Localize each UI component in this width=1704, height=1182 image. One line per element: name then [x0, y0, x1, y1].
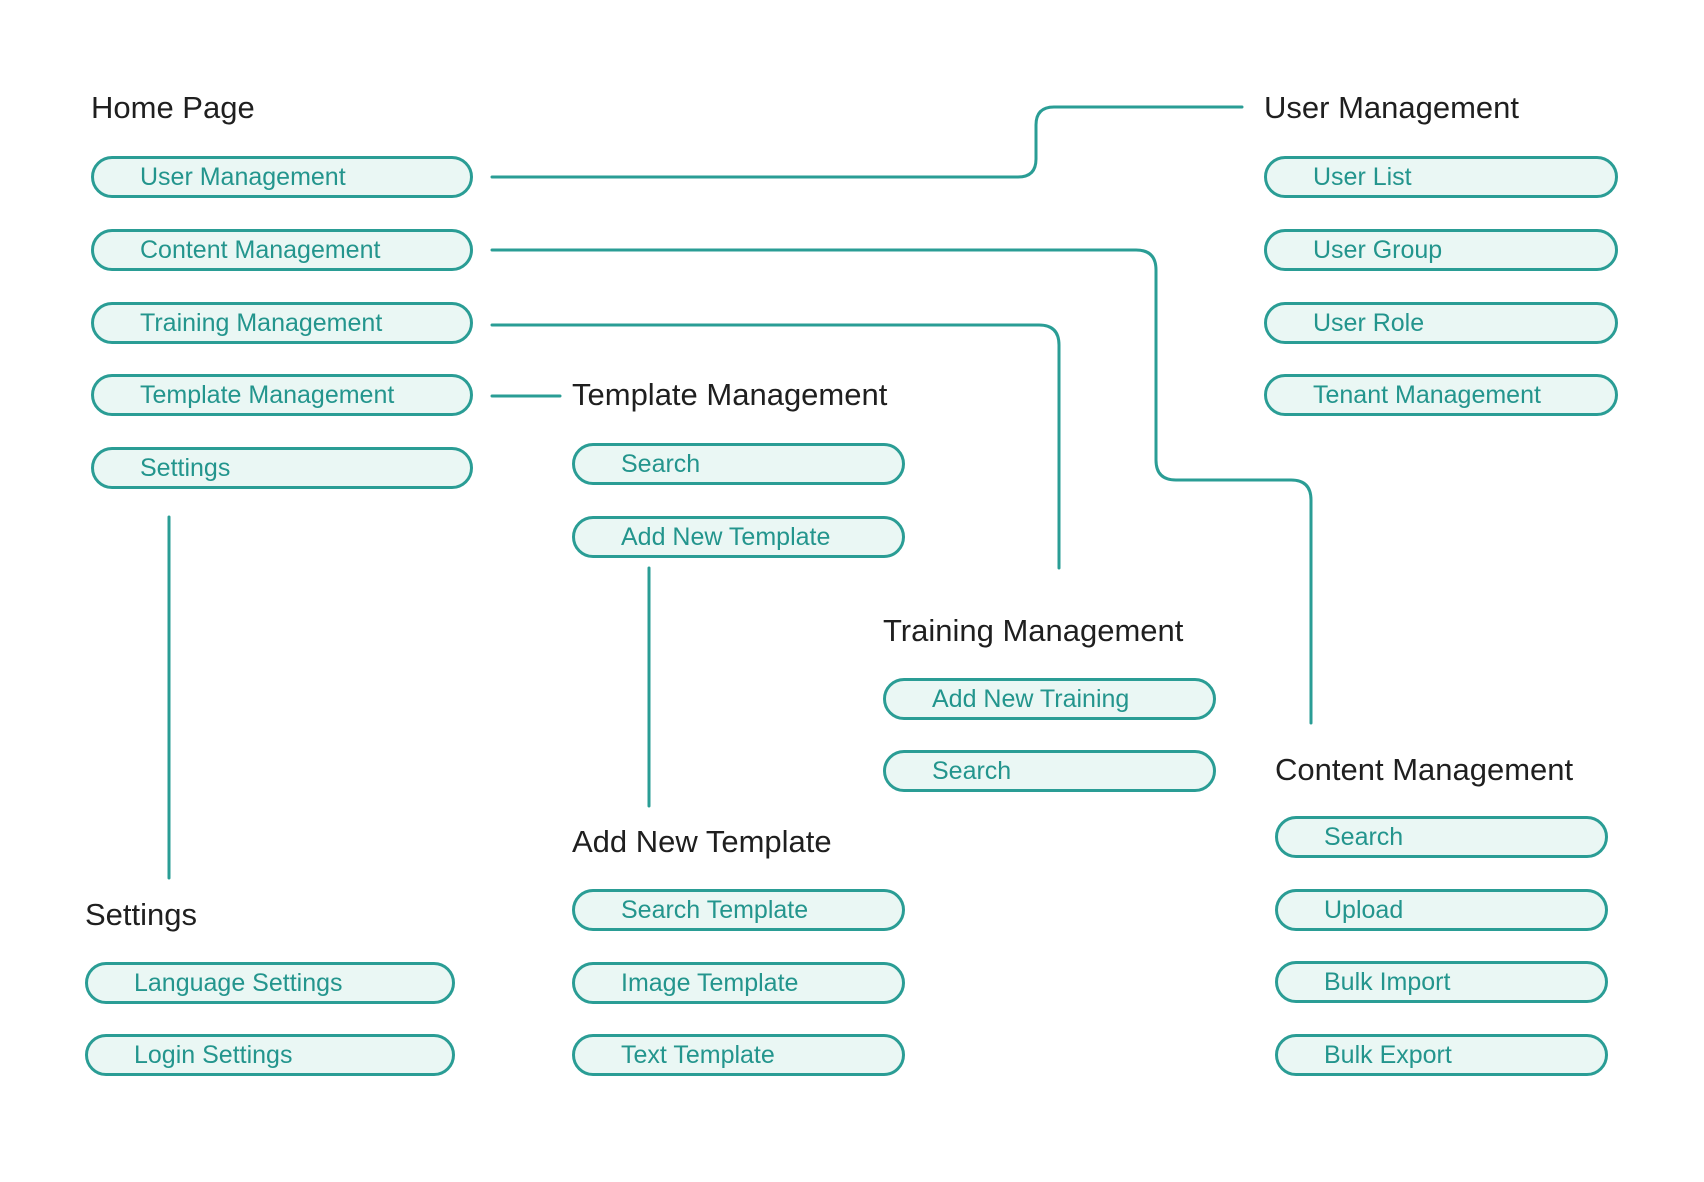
- user-management-item-user-list[interactable]: User List: [1264, 156, 1618, 198]
- add-new-template-item-image-template[interactable]: Image Template: [572, 962, 905, 1004]
- connector-home-to-training-management: [490, 323, 1061, 570]
- add-new-template-title: Add New Template: [572, 824, 832, 859]
- home-item-user-management[interactable]: User Management: [91, 156, 473, 198]
- template-management-item-search[interactable]: Search: [572, 443, 905, 485]
- home-item-template-management[interactable]: Template Management: [91, 374, 473, 416]
- content-management-title: Content Management: [1275, 752, 1574, 787]
- template-management-item-add-new-template[interactable]: Add New Template: [572, 516, 905, 558]
- home-item-settings[interactable]: Settings: [91, 447, 473, 489]
- add-new-template-item-search-template[interactable]: Search Template: [572, 889, 905, 931]
- settings-item-login-settings[interactable]: Login Settings: [85, 1034, 455, 1076]
- training-management-item-add-new-training[interactable]: Add New Training: [883, 678, 1216, 720]
- template-management-title: Template Management: [572, 377, 888, 412]
- add-new-template-item-text-template[interactable]: Text Template: [572, 1034, 905, 1076]
- user-management-title: User Management: [1264, 90, 1520, 125]
- user-management-item-user-group[interactable]: User Group: [1264, 229, 1618, 271]
- connector-home-to-content-management: [490, 248, 1313, 725]
- training-management-title: Training Management: [883, 613, 1184, 648]
- connector-home-to-user-management: [490, 105, 1244, 179]
- settings-item-language-settings[interactable]: Language Settings: [85, 962, 455, 1004]
- home-item-training-management[interactable]: Training Management: [91, 302, 473, 344]
- content-management-item-bulk-import[interactable]: Bulk Import: [1275, 961, 1608, 1003]
- home-item-content-management[interactable]: Content Management: [91, 229, 473, 271]
- user-management-item-tenant-management[interactable]: Tenant Management: [1264, 374, 1618, 416]
- settings-title: Settings: [85, 897, 198, 932]
- content-management-item-bulk-export[interactable]: Bulk Export: [1275, 1034, 1608, 1076]
- user-management-item-user-role[interactable]: User Role: [1264, 302, 1618, 344]
- home-page-title: Home Page: [91, 90, 255, 125]
- content-management-item-search[interactable]: Search: [1275, 816, 1608, 858]
- content-management-item-upload[interactable]: Upload: [1275, 889, 1608, 931]
- training-management-item-search[interactable]: Search: [883, 750, 1216, 792]
